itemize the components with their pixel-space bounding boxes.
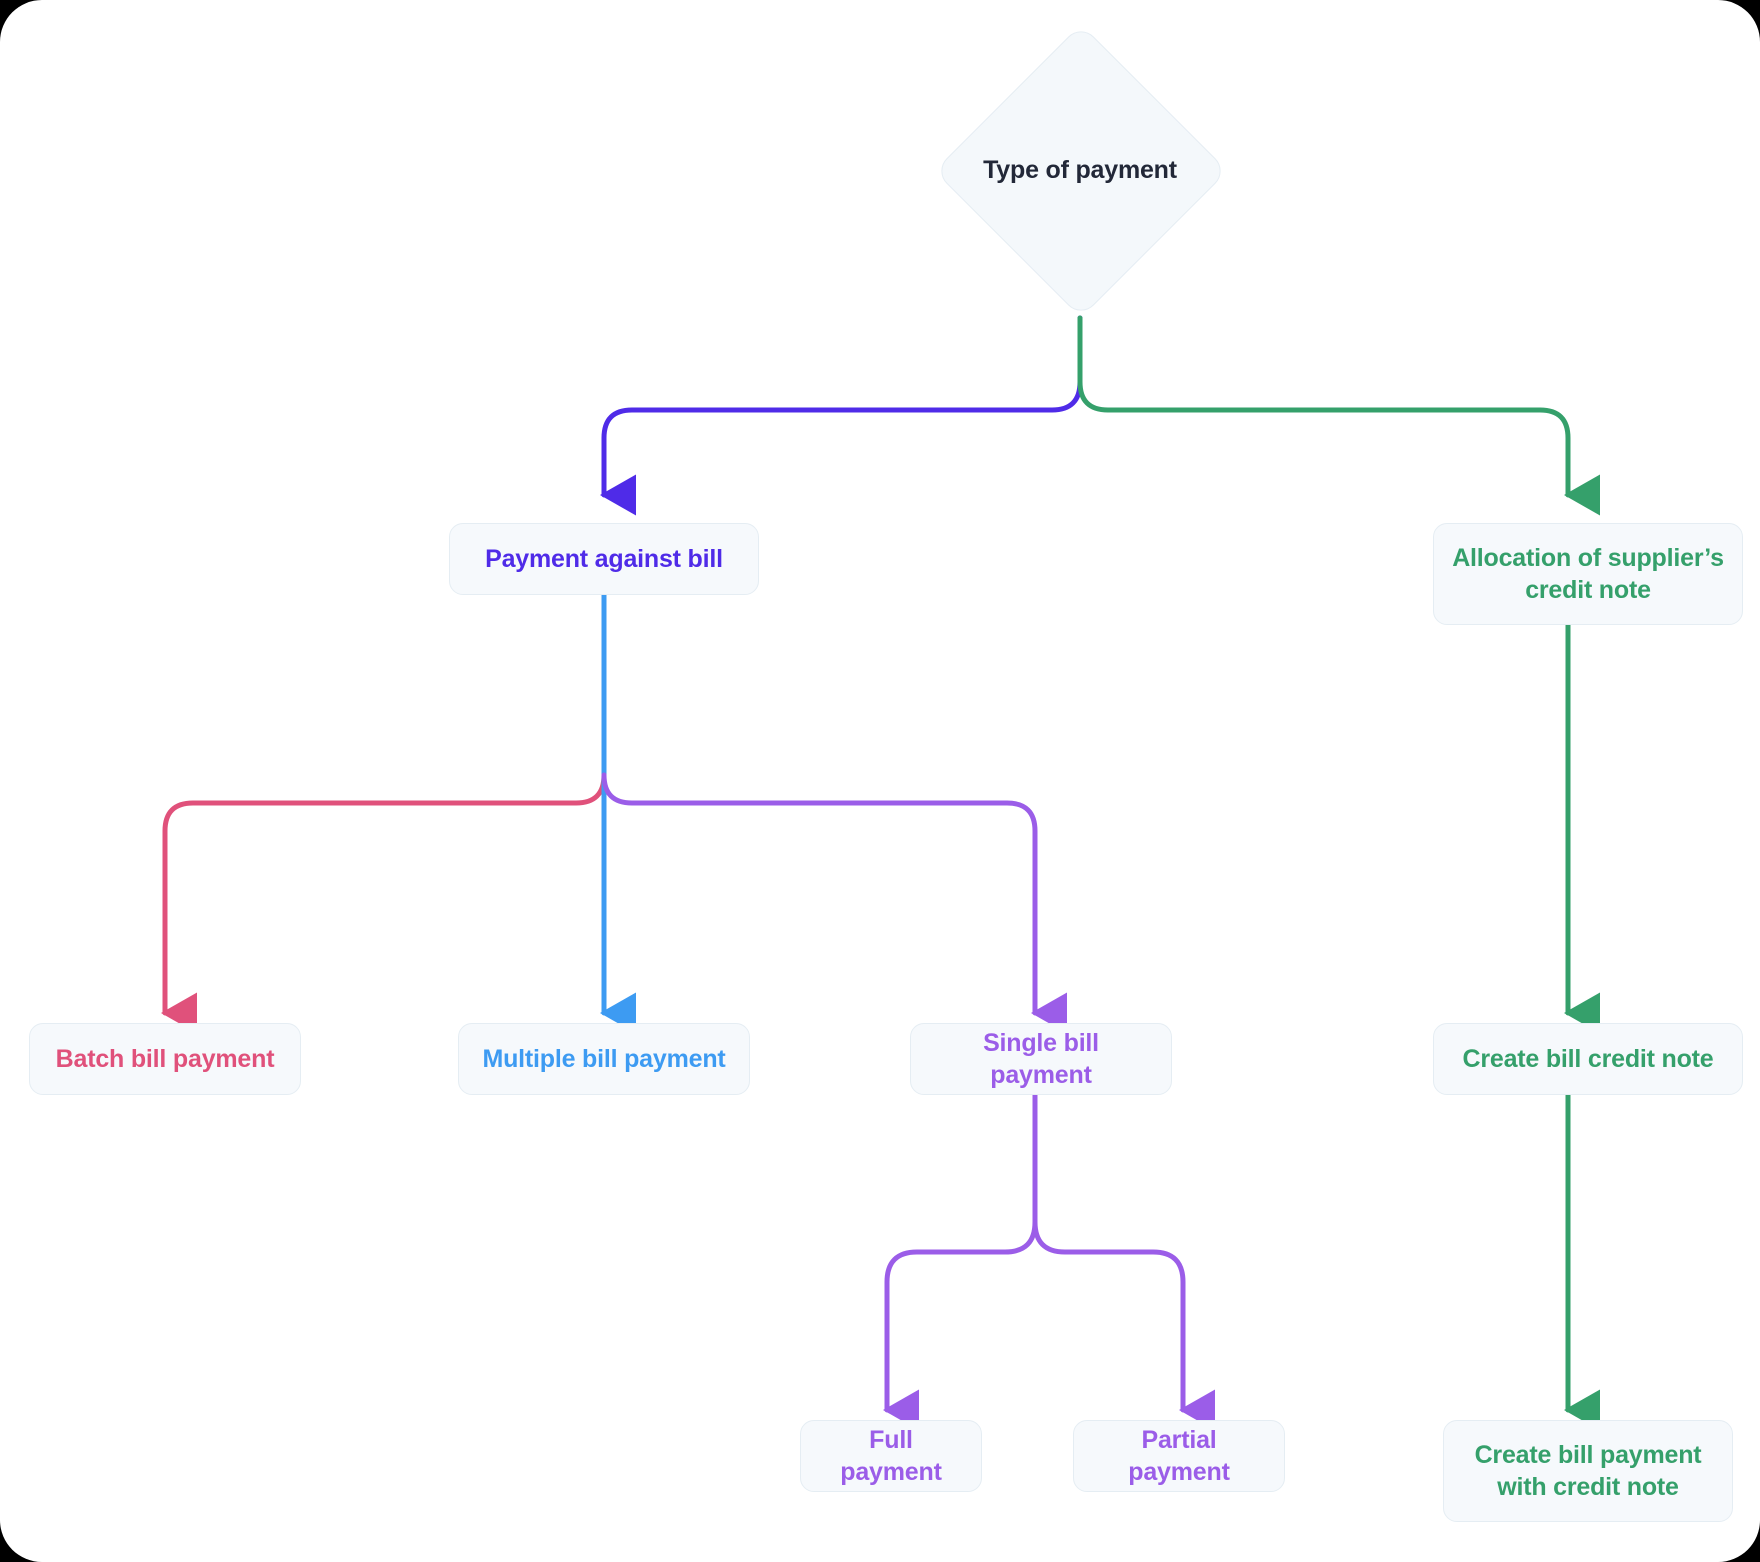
node-single-bill-payment[interactable]: Single bill payment	[910, 1023, 1172, 1095]
node-full-payment[interactable]: Full payment	[800, 1420, 982, 1492]
node-label-multiple-bill-payment: Multiple bill payment	[482, 1045, 726, 1073]
node-batch-bill-payment[interactable]: Batch bill payment	[29, 1023, 301, 1095]
node-create-bill-payment-credit-note[interactable]: Create bill payment with credit note	[1443, 1420, 1733, 1522]
node-type-of-payment[interactable]: Type of payment	[933, 23, 1229, 319]
node-label-allocation-credit-note: Allocation of supplier’s credit note	[1452, 544, 1724, 604]
edge-root-to-allocation-credit-note	[1077, 315, 1600, 516]
node-label-create-bill-credit-note: Create bill credit note	[1462, 1045, 1714, 1073]
node-label-partial-payment: Partial payment	[1128, 1426, 1230, 1486]
node-multiple-bill-payment[interactable]: Multiple bill payment	[458, 1023, 750, 1095]
node-create-bill-credit-note[interactable]: Create bill credit note	[1433, 1023, 1743, 1095]
node-label-payment-against-bill: Payment against bill	[485, 545, 723, 573]
node-label-create-bill-payment-credit-note: Create bill payment with credit note	[1474, 1441, 1702, 1501]
edge-payment-against-bill-to-batch-bill-payment	[160, 772, 607, 1034]
node-payment-against-bill[interactable]: Payment against bill	[449, 523, 759, 595]
node-label-batch-bill-payment: Batch bill payment	[55, 1045, 275, 1073]
node-label-full-payment: Full payment	[840, 1426, 942, 1486]
edge-root-to-payment-against-bill	[599, 315, 1083, 516]
edge-single-bill-payment-to-full-payment	[882, 1219, 1038, 1431]
node-partial-payment[interactable]: Partial payment	[1073, 1420, 1285, 1492]
edge-single-bill-payment-to-partial-payment	[1032, 1219, 1215, 1431]
node-label-single-bill-payment: Single bill payment	[983, 1029, 1099, 1089]
node-allocation-credit-note[interactable]: Allocation of supplier’s credit note	[1433, 523, 1743, 625]
edge-payment-against-bill-to-single-bill-payment	[601, 772, 1067, 1034]
node-label-type-of-payment: Type of payment	[983, 155, 1177, 184]
